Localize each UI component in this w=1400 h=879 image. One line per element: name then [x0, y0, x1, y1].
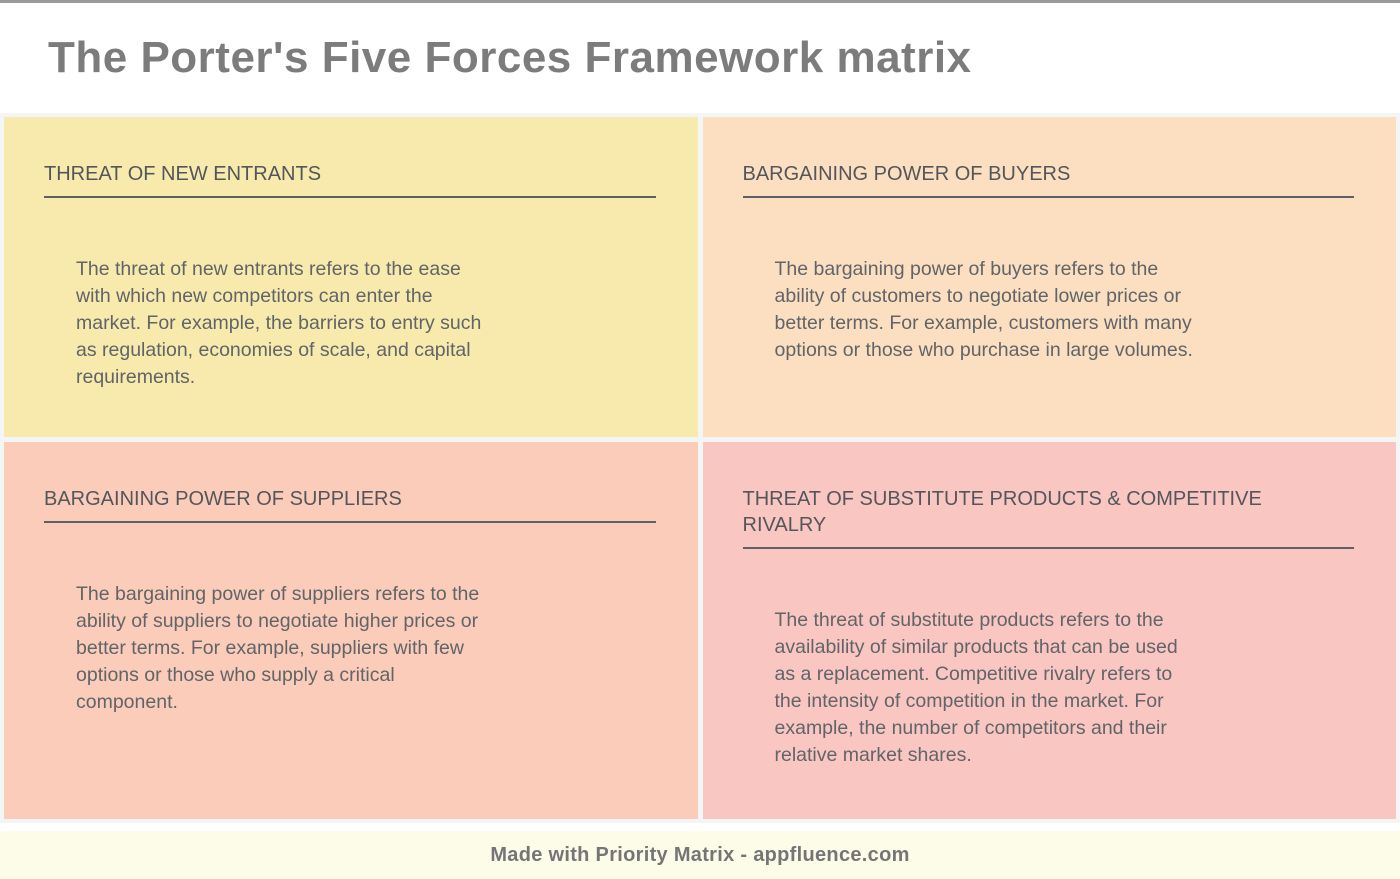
- quadrant-bargaining-power-of-buyers: BARGAINING POWER OF BUYERS The bargainin…: [702, 117, 1396, 437]
- matrix-grid: THREAT OF NEW ENTRANTS The threat of new…: [0, 113, 1400, 823]
- quadrant-threat-of-substitute-products-and-competitive-rivalry: THREAT OF SUBSTITUTE PRODUCTS & COMPETIT…: [702, 442, 1396, 819]
- quadrant-title: BARGAINING POWER OF SUPPLIERS: [44, 486, 656, 523]
- quadrant-title: THREAT OF NEW ENTRANTS: [44, 161, 656, 198]
- footer-bar: Made with Priority Matrix - appfluence.c…: [0, 831, 1400, 879]
- quadrant-title: BARGAINING POWER OF BUYERS: [742, 161, 1354, 198]
- page-title: The Porter's Five Forces Framework matri…: [48, 33, 972, 82]
- quadrant-description: The threat of substitute products refers…: [774, 609, 1178, 766]
- quadrant-threat-of-new-entrants: THREAT OF NEW ENTRANTS The threat of new…: [4, 117, 698, 437]
- page-header: The Porter's Five Forces Framework matri…: [0, 3, 1400, 113]
- quadrant-title: THREAT OF SUBSTITUTE PRODUCTS & COMPETIT…: [742, 486, 1354, 549]
- quadrant-bargaining-power-of-suppliers: BARGAINING POWER OF SUPPLIERS The bargai…: [4, 442, 698, 819]
- quadrant-description: The threat of new entrants refers to the…: [76, 258, 482, 388]
- quadrant-description: The bargaining power of suppliers refers…: [76, 583, 480, 713]
- footer-credit: Made with Priority Matrix - appfluence.c…: [490, 843, 910, 866]
- quadrant-description: The bargaining power of buyers refers to…: [774, 258, 1193, 361]
